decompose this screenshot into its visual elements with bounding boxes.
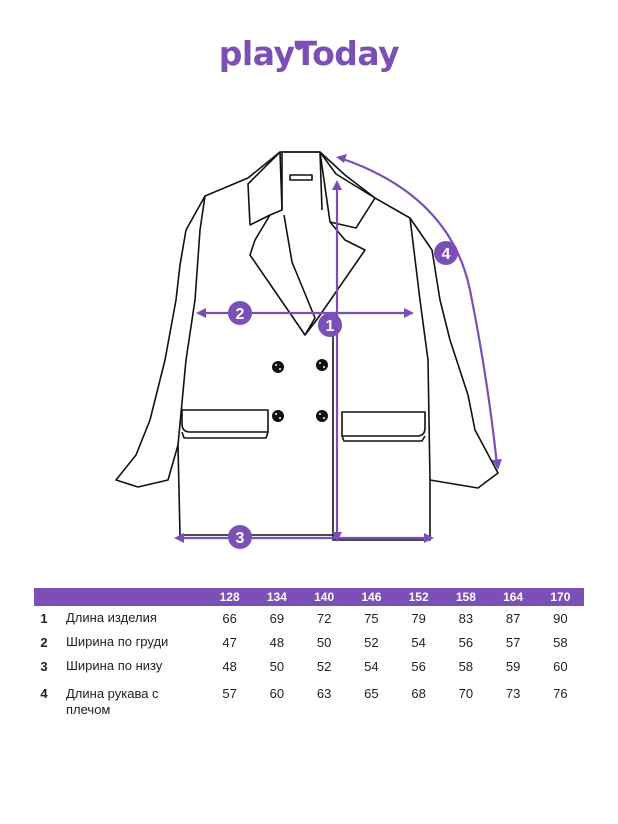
row-value: 58 (458, 658, 474, 674)
row-value: 79 (411, 610, 426, 626)
coat-right-collar (319, 151, 376, 229)
coat-hanger-loop (289, 174, 313, 181)
row-value: 66 (222, 610, 237, 626)
brand-logo: playToday (0, 34, 618, 73)
coat-neck-band (281, 151, 323, 211)
row-value: 50 (316, 634, 332, 650)
size-table: 128 134 140 146 152 158 164 170 1 Длина … (34, 588, 584, 726)
row-number: 2 (40, 634, 48, 650)
table-row: 1 Длина изделия 66 69 72 75 79 83 87 90 (34, 606, 584, 630)
size-header: 140 (300, 588, 348, 606)
row-value: 54 (364, 658, 379, 674)
coat-left-lapel (249, 214, 316, 336)
row-parameter: Ширина по низу (66, 658, 163, 673)
coat-left-pocket-flap (181, 431, 269, 439)
brand-logo-text: playToday (218, 34, 400, 73)
marker-1 (318, 313, 342, 337)
size-header: 152 (395, 588, 443, 606)
row-parameter: Длина рукава с плечом (66, 686, 159, 717)
marker-3-label: 3 (236, 530, 245, 547)
coat-right-pocket-flap (341, 435, 426, 442)
row-value: 75 (364, 610, 379, 626)
row-value: 57 (222, 686, 237, 701)
row-parameter: Длина изделия (66, 610, 157, 625)
row-value: 73 (505, 686, 521, 701)
row-value: 57 (505, 634, 521, 650)
measure-line-4 (339, 156, 499, 466)
logo-dot-icon (295, 42, 303, 50)
row-value: 56 (411, 658, 426, 674)
coat-measurement-diagram: 1 2 3 4 (115, 151, 502, 549)
row-value: 87 (505, 610, 521, 626)
size-header: 170 (536, 588, 584, 606)
table-row: 3 Ширина по низу 48 50 52 54 56 58 59 60 (34, 654, 584, 678)
row-parameter: Ширина по груди (66, 634, 169, 649)
row-value: 48 (269, 634, 285, 650)
size-header-row: 128 134 140 146 152 158 164 170 (34, 588, 584, 606)
coat-button (316, 359, 328, 371)
row-value: 59 (505, 658, 521, 674)
marker-2 (228, 301, 252, 325)
row-number: 1 (40, 610, 48, 626)
size-header: 158 (442, 588, 490, 606)
marker-1-label: 1 (326, 318, 335, 335)
row-value: 65 (364, 686, 379, 701)
row-value: 70 (458, 686, 474, 701)
marker-2-label: 2 (236, 306, 245, 323)
coat-right-pocket (341, 411, 426, 437)
size-header: 164 (489, 588, 537, 606)
header-empty (54, 588, 206, 606)
row-value: 63 (316, 686, 332, 701)
row-number: 3 (40, 658, 48, 674)
row-value: 56 (458, 634, 474, 650)
row-value: 52 (316, 658, 332, 674)
row-value: 52 (364, 634, 379, 650)
row-number: 4 (40, 686, 48, 701)
coat-left-collar (247, 151, 283, 226)
marker-3 (228, 525, 252, 549)
row-value: 54 (411, 634, 426, 650)
marker-4 (434, 241, 458, 265)
row-value: 58 (553, 634, 568, 650)
row-value: 68 (411, 686, 426, 701)
coat-right-sleeve-seam (409, 217, 431, 481)
header-empty (34, 588, 54, 606)
row-value: 60 (553, 658, 568, 674)
row-value: 47 (222, 634, 237, 650)
table-row: 4 Длина рукава с плечом 57 60 63 65 68 7… (34, 678, 584, 726)
marker-4-label: 4 (442, 246, 451, 263)
row-value: 69 (269, 610, 285, 626)
coat-button (316, 410, 328, 422)
size-header: 146 (347, 588, 395, 606)
row-value: 60 (269, 686, 285, 701)
size-header: 134 (253, 588, 301, 606)
row-value: 48 (222, 658, 237, 674)
table-row: 2 Ширина по груди 47 48 50 52 54 56 57 5… (34, 630, 584, 654)
coat-button (272, 361, 284, 373)
coat-left-pocket (181, 409, 269, 433)
row-value: 50 (269, 658, 285, 674)
size-header: 128 (206, 588, 254, 606)
row-value: 90 (553, 610, 568, 626)
row-value: 76 (553, 686, 568, 701)
row-value: 72 (316, 610, 332, 626)
coat-button (272, 410, 284, 422)
coat-right-lapel (304, 221, 366, 336)
coat-body-outline (115, 151, 499, 541)
row-value: 83 (458, 610, 474, 626)
coat-left-sleeve-seam (177, 195, 206, 446)
